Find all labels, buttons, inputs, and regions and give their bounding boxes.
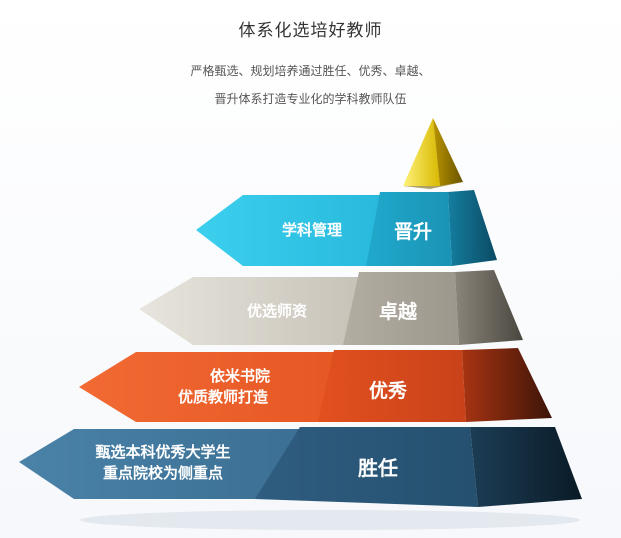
pyramid-level-4: 甄选本科优秀大学生 重点院校为侧重点 胜任 xyxy=(19,427,582,507)
subtitle-line-1: 严格甄选、规划培养通过胜任、优秀、卓越、 xyxy=(190,64,431,78)
pyramid-level-1: 学科管理 晋升 xyxy=(196,190,497,266)
pyramid-level-3: 依米书院 优质教师打造 优秀 xyxy=(79,348,552,422)
level-4-label: 胜任 xyxy=(358,456,398,480)
level-2-arrow-text-1: 优选师资 xyxy=(247,302,307,320)
page-title: 体系化选培好教师 xyxy=(238,21,383,41)
level-3-arrow-text-1: 依米书院 xyxy=(210,367,270,385)
pyramid-level-2: 优选师资 卓越 xyxy=(139,270,523,345)
pyramid-top xyxy=(403,118,463,189)
level-1-label: 晋升 xyxy=(394,221,432,243)
level-3-label: 优秀 xyxy=(369,379,408,402)
level-4-arrow-text-1: 甄选本科优秀大学生 xyxy=(95,443,230,461)
base-shadow xyxy=(80,510,580,530)
subtitle-line-2: 晋升体系打造专业化的学科教师队伍 xyxy=(214,92,407,106)
level-3-arrow-text-2: 优质教师打造 xyxy=(178,388,268,406)
level-1-arrow-text-1: 学科管理 xyxy=(282,221,342,239)
level-4-arrow-text-2: 重点院校为侧重点 xyxy=(103,464,223,482)
level-2-label: 卓越 xyxy=(379,300,418,323)
